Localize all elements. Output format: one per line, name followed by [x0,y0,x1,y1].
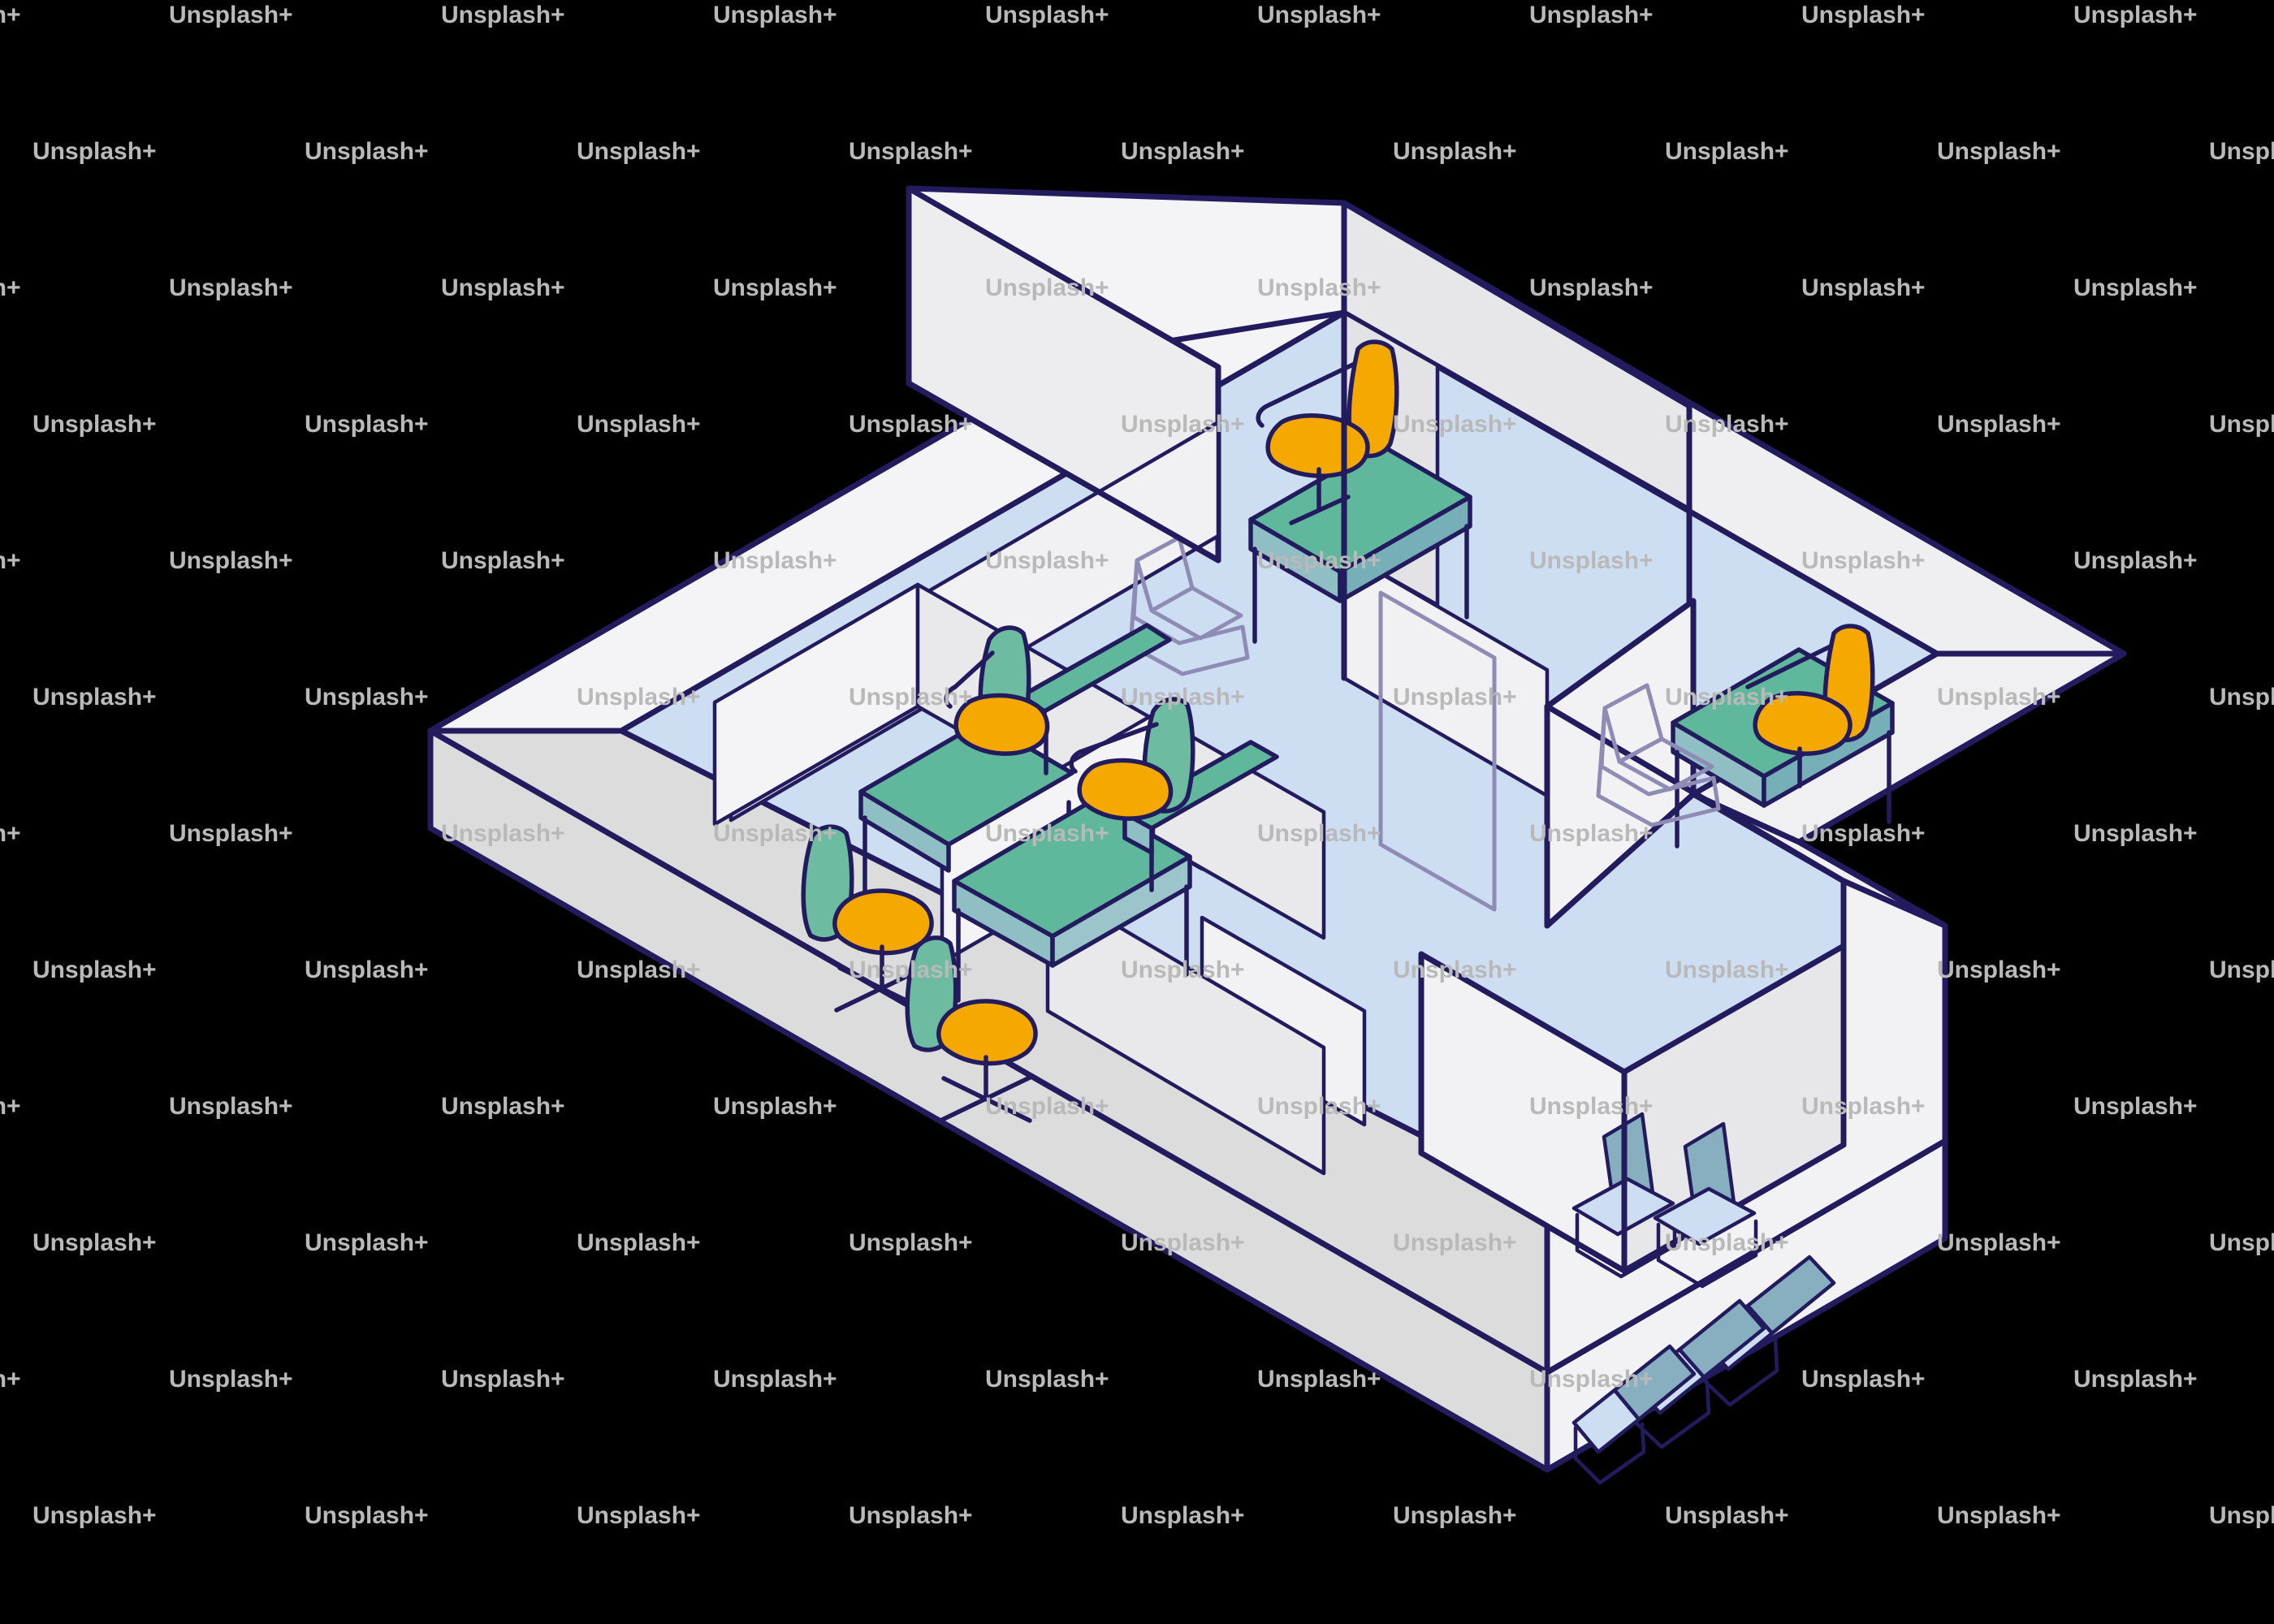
chair-right-seat [1753,691,1852,756]
visitor-right-frame [1596,706,1721,827]
chair-top-seat [1265,413,1370,478]
furniture-top-office [1128,339,1472,676]
edge-top-office-left2 [906,380,1221,564]
chair-cube-3-base-b [941,1076,1032,1123]
chair-cube-4-seat [1077,758,1174,821]
wall-edge-accents [906,185,1628,1274]
chair-cube-4-arm [1069,749,1083,774]
chair-top-arm-link [1265,361,1357,408]
wait-chair-2 [1653,1121,1758,1289]
chair-top-armrest [1256,404,1269,428]
chair-cube-3-seat [936,999,1038,1066]
cubicle-divider-5 [1045,883,1326,1176]
desk-top-side [1338,495,1472,603]
wait-chair-2-seat [1653,1186,1757,1246]
visitor-right [1596,683,1721,827]
desk-top [1248,443,1472,644]
visitor-right-seat [1617,736,1714,792]
wait-chair-1-legs [1575,1209,1677,1279]
desk-cube-1-front [858,789,951,873]
wait-chair-5 [1571,1344,1697,1485]
visitor-top-seat [1149,585,1243,641]
chair-cube-2-arm-link [953,650,995,689]
chair-top [1256,339,1399,525]
chair-cube-3 [905,935,1038,1123]
wait-chair-5-legs [1573,1422,1646,1485]
chair-top-base-a [1289,495,1351,525]
chair-top-backrest [1347,339,1399,459]
furniture-cubicles [801,623,1279,1123]
workstation-4 [1069,697,1279,892]
wall-right-office-edge [1544,703,1847,884]
chair-cube-4 [1069,697,1195,821]
chair-right-arm-link [1745,644,1833,689]
wall-top-door-panel [1378,590,1497,912]
chair-cube-1-seat [832,888,934,956]
chair-cube-2-arm [944,685,958,709]
chair-cube-1 [801,824,934,1013]
chair-cube-2-seat [953,693,1050,756]
chair-right [1745,624,1875,788]
desk-cube-3-side [1050,854,1192,968]
furniture-right-office [1596,624,1895,849]
wait-chair-2-legs [1656,1219,1758,1289]
wait-chair-5-seat [1571,1388,1641,1454]
chair-cube-4-arm-link [1078,722,1159,754]
chair-cube-2 [944,625,1050,756]
workstation-2 [944,623,1172,775]
